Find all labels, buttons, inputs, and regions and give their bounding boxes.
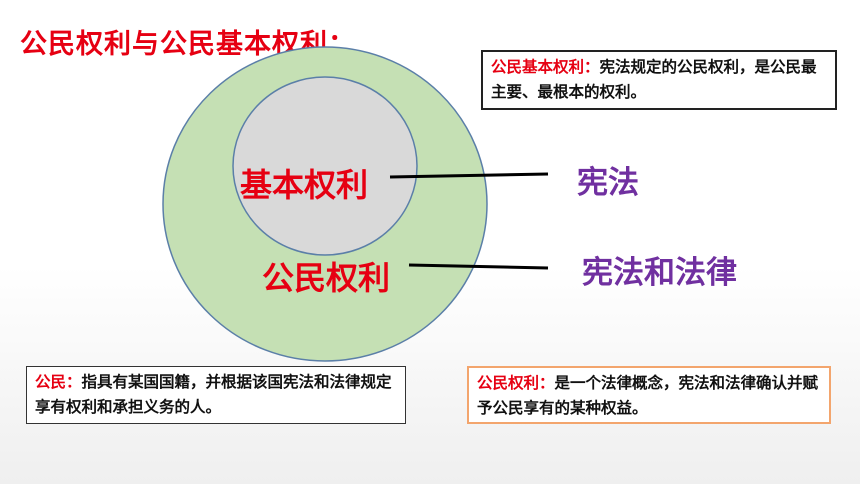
basic-rights-inner-circle <box>232 76 418 256</box>
civic-rights-term: 公民权利 <box>262 259 391 297</box>
basic-rights-term: 基本权利 <box>240 166 369 204</box>
basic-rights-definition-box: 公民基本权利：宪法规定的公民权利，是公民最主要、最根本的权利。 <box>481 50 837 110</box>
basic-rights-connector-line <box>389 172 549 179</box>
civic-rights-connector-line <box>408 263 549 270</box>
citizen-definition-box: 公民：指具有某国国籍，并根据该国宪法和法律规定享有权利和承担义务的人。 <box>26 366 406 424</box>
citizen-definition-label: 公民： <box>35 373 82 391</box>
civic-rights-definition-label: 公民权利： <box>477 374 555 392</box>
constitution-source-label: 宪法 <box>577 165 639 201</box>
basic-rights-definition-text: 宪法规定的公民权利，是公民最主要、最根本的权利。 <box>491 58 817 101</box>
constitution-and-law-source-label: 宪法和法律 <box>582 255 737 291</box>
basic-rights-definition-label: 公民基本权利： <box>491 58 600 76</box>
citizen-definition-text: 指具有某国国籍，并根据该国宪法和法律规定享有权利和承担义务的人。 <box>35 373 392 416</box>
civic-rights-definition-box: 公民权利：是一个法律概念，宪法和法律确认并赋予公民享有的某种权益。 <box>467 366 831 424</box>
civic-rights-definition-text: 是一个法律概念，宪法和法律确认并赋予公民享有的某种权益。 <box>477 374 819 417</box>
